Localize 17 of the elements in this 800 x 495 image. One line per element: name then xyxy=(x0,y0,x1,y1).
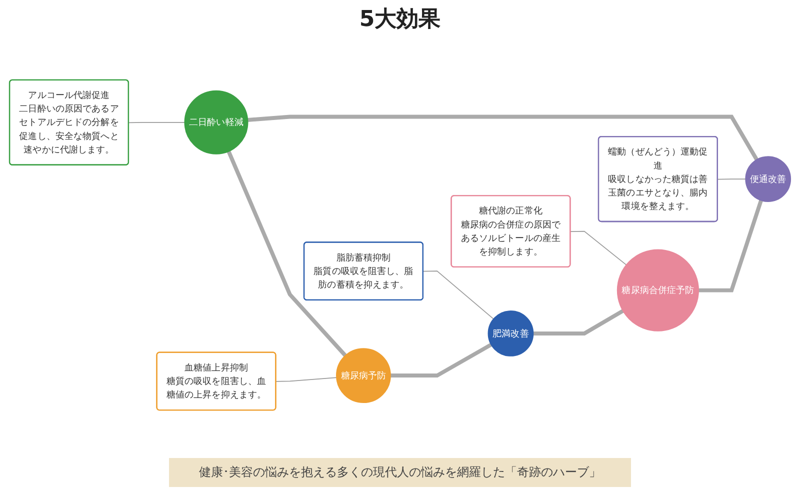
node-circle: 糖尿病予防 xyxy=(336,348,391,403)
connector xyxy=(247,114,758,161)
connector xyxy=(533,309,624,336)
node-circle: 二日酔い軽減 xyxy=(184,90,248,154)
caption-band: 健康･美容の悩みを抱える多くの現代人の悩みを網羅した「奇跡のハーブ」 xyxy=(169,458,631,487)
connector xyxy=(422,270,494,320)
connector xyxy=(717,178,746,180)
connector xyxy=(698,200,763,292)
connector xyxy=(226,150,347,357)
connector xyxy=(390,342,492,378)
connector xyxy=(276,377,338,382)
node-circle: 便通改善 xyxy=(745,156,792,202)
node-circle: 肥満改善 xyxy=(488,310,534,356)
connector xyxy=(128,122,186,124)
connector xyxy=(570,230,627,266)
diagram-title: 5大効果 xyxy=(359,6,441,34)
node-circle: 糖尿病合併症予防 xyxy=(616,249,700,332)
